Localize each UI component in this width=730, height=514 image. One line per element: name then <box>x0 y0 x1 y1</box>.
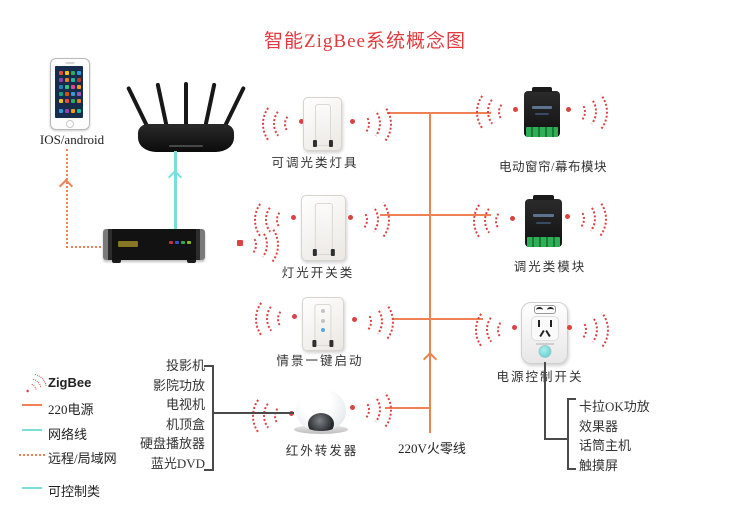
power-line-label: 220V火零线 <box>398 441 466 456</box>
list-item: 蓝光DVD <box>150 455 205 471</box>
zigbee-wireless-icon <box>475 305 517 354</box>
ir-transponder-icon <box>294 389 348 434</box>
list-item: 投影机 <box>165 358 205 373</box>
zigbee-wireless-icon <box>252 391 294 440</box>
remote-lan-dotted-line <box>66 246 105 248</box>
legend-label-zigbee: ZigBee <box>48 375 92 390</box>
wifi-router-icon <box>126 70 246 152</box>
legend-label-controllable: 可控制类 <box>48 484 101 499</box>
remote-lan-dotted-line <box>66 149 68 248</box>
phone-app-grid <box>59 71 63 75</box>
device-label: 可调光类灯具 <box>271 156 359 170</box>
av-to-ir-connector <box>212 412 294 414</box>
phone-home-button <box>66 120 74 128</box>
zigbee-wireless-icon <box>254 195 296 244</box>
scene-wall-switch-icon <box>302 297 344 351</box>
smart-plug-icon <box>521 302 568 364</box>
list-item: 卡拉OK功放 <box>579 399 650 414</box>
zigbee-wireless-icon <box>350 385 392 434</box>
page-title: 智能ZigBee系统概念图 <box>264 31 466 52</box>
phone-speaker <box>65 62 75 64</box>
av-device-list: 投影机 影院功放 电视机 机顶盒 硬盘播放器 蓝光DVD <box>127 356 205 473</box>
legend-line-power <box>22 404 42 406</box>
device-label: 情景一键启动 <box>276 354 364 368</box>
bracket-tick <box>567 468 576 470</box>
zigbee-wireless-icon <box>350 99 392 148</box>
power-bus-vertical <box>429 112 431 433</box>
bracket-line <box>212 365 214 471</box>
light-wall-switch-icon <box>301 195 346 261</box>
phone-screen <box>55 66 83 118</box>
zigbee-waves-icon <box>19 369 51 400</box>
gateway-led-strip <box>169 241 191 244</box>
curtain-module-icon <box>524 87 560 137</box>
arrow-up-icon <box>167 169 183 185</box>
zigbee-wireless-icon <box>262 99 304 148</box>
karaoke-device-list: 卡拉OK功放 效果器 话筒主机 触摸屏 <box>579 397 650 475</box>
legend-line-controllable <box>22 487 42 489</box>
power-branch-1 <box>387 112 491 114</box>
list-item: 效果器 <box>579 418 619 434</box>
list-item: 电视机 <box>165 397 205 412</box>
list-item: 话筒主机 <box>579 438 632 453</box>
device-label: 灯光开关类 <box>281 266 355 280</box>
device-label: 调光类模块 <box>513 260 587 274</box>
arrow-up-icon <box>58 178 74 194</box>
bracket-tick <box>204 469 214 471</box>
device-label: 电源控制开关 <box>496 370 584 384</box>
zigbee-wireless-icon <box>348 195 390 244</box>
zigbee-wireless-icon <box>566 87 608 136</box>
power-branch-4 <box>385 407 431 409</box>
zigbee-wireless-icon <box>255 294 297 343</box>
router-body <box>138 124 234 152</box>
list-item: 硬盘播放器 <box>139 436 205 451</box>
plug-down-connector <box>544 362 546 440</box>
legend-label-network: 网络线 <box>48 427 88 442</box>
network-line <box>174 151 177 229</box>
arrow-up-icon <box>422 351 438 367</box>
device-label: 电动窗帘/幕布模块 <box>499 160 607 174</box>
gateway-brand-text <box>118 241 138 247</box>
device-label: 红外转发器 <box>285 444 359 458</box>
bracket-tick <box>567 398 576 400</box>
smartphone-icon <box>50 58 90 130</box>
zigbee-gateway-box <box>103 229 205 263</box>
zigbee-wireless-icon <box>565 194 607 243</box>
zigbee-wireless-icon <box>352 297 394 346</box>
zigbee-wireless-icon <box>473 196 515 245</box>
list-item: 影院功放 <box>152 377 205 393</box>
list-item: 触摸屏 <box>579 457 619 473</box>
list-item: 机顶盒 <box>165 416 205 432</box>
power-branch-2 <box>380 214 491 216</box>
plug-power-button <box>538 345 551 358</box>
bracket-line <box>567 398 569 470</box>
plug-to-bracket-connector <box>544 438 569 440</box>
bracket-tick <box>204 365 214 367</box>
dimmer-module-icon <box>525 195 562 247</box>
zigbee-wireless-icon <box>237 220 279 269</box>
zigbee-wireless-icon <box>567 305 609 354</box>
legend-label-remote: 远程/局域网 <box>48 451 117 466</box>
legend-line-network <box>22 429 42 431</box>
power-branch-3 <box>392 318 483 320</box>
zigbee-wireless-icon <box>476 87 518 136</box>
dimmer-wall-switch-icon <box>303 97 342 151</box>
phone-label: IOS/android <box>39 132 105 147</box>
legend-line-remote <box>19 454 45 456</box>
legend-label-power: 220电源 <box>48 402 94 417</box>
